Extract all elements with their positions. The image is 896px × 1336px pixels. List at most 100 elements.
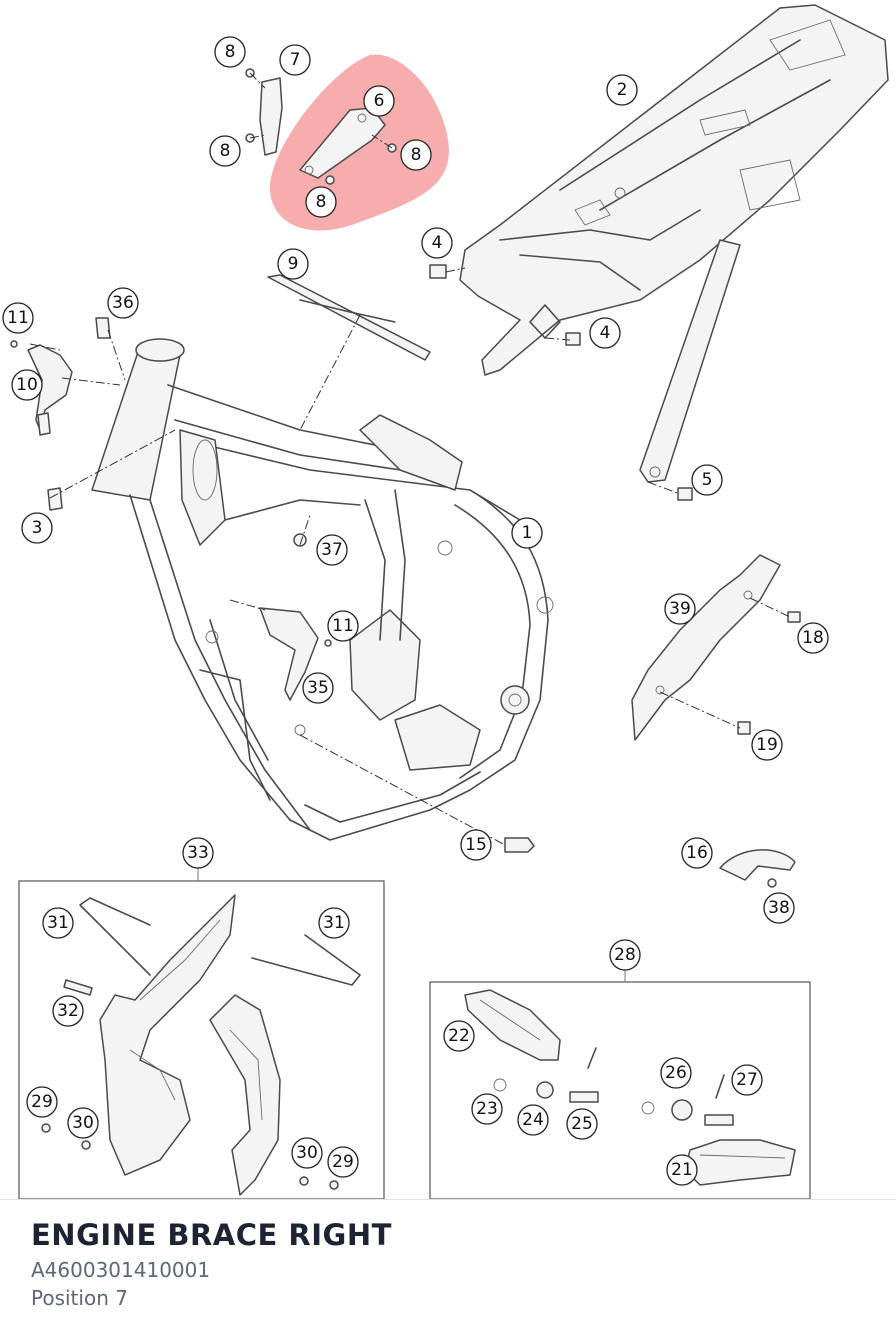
callout-28[interactable]: 28 [609,939,641,971]
wire-31-right[interactable] [251,934,361,986]
rear-subframe[interactable] [459,4,889,483]
svg-text:36: 36 [112,293,134,313]
callout-37[interactable]: 37 [316,534,348,566]
svg-text:30: 30 [296,1143,318,1163]
heat-shield-bracket-9[interactable] [267,274,431,361]
split-pin-27[interactable] [715,1074,725,1099]
callout-4-lower[interactable]: 4 [589,317,621,349]
chain-guide-16[interactable] [719,849,796,881]
screw-29-left[interactable] [41,1123,51,1133]
svg-text:1: 1 [522,523,533,543]
callout-33[interactable]: 33 [182,837,214,869]
frame-protector-left[interactable] [99,894,236,1176]
svg-text:31: 31 [323,913,345,933]
callout-10[interactable]: 10 [11,369,43,401]
svg-text:38: 38 [768,898,790,918]
wire-31-left[interactable] [79,897,151,976]
callout-24[interactable]: 24 [517,1104,549,1136]
callout-27[interactable]: 27 [731,1064,763,1096]
svg-text:16: 16 [686,843,708,863]
callout-30-left[interactable]: 30 [67,1107,99,1139]
svg-text:33: 33 [187,843,209,863]
callout-22[interactable]: 22 [443,1020,475,1052]
callout-26[interactable]: 26 [660,1057,692,1089]
callout-25[interactable]: 25 [566,1108,598,1140]
callout-11-top[interactable]: 11 [2,302,34,334]
svg-text:21: 21 [671,1160,693,1180]
callout-8-right[interactable]: 8 [400,139,432,171]
callout-4-upper[interactable]: 4 [421,227,453,259]
svg-text:8: 8 [225,42,236,62]
svg-text:37: 37 [321,540,343,560]
callout-15[interactable]: 15 [460,829,492,861]
washer-30-left[interactable] [81,1140,91,1150]
callout-6[interactable]: 6 [363,85,395,117]
callout-35[interactable]: 35 [302,672,334,704]
screw-38[interactable] [767,878,777,888]
chain-slider-39[interactable] [631,554,781,741]
main-frame[interactable] [91,338,554,841]
callout-8-bottom[interactable]: 8 [305,186,337,218]
svg-text:6: 6 [374,91,385,111]
split-pin-22[interactable] [587,1047,597,1069]
callout-1[interactable]: 1 [511,517,543,549]
svg-text:3: 3 [32,518,43,538]
pin-25[interactable] [569,1091,599,1103]
svg-text:9: 9 [288,254,299,274]
bracket-35[interactable] [259,607,319,701]
bolt-5[interactable] [677,487,693,501]
callout-2[interactable]: 2 [606,74,638,106]
engine-brace-right[interactable] [299,107,397,185]
callout-8-mid-left[interactable]: 8 [209,135,241,167]
callout-16[interactable]: 16 [681,837,713,869]
leader-lines [29,72,791,846]
washer-30-right[interactable] [299,1176,309,1186]
callout-39[interactable]: 39 [664,593,696,625]
callout-31-left[interactable]: 31 [42,907,74,939]
footrest-right-21[interactable] [684,1139,796,1186]
callout-38[interactable]: 38 [763,892,795,924]
callout-19[interactable]: 19 [751,729,783,761]
callout-3[interactable]: 3 [21,512,53,544]
clip-3[interactable] [47,487,63,511]
callout-7[interactable]: 7 [279,44,311,76]
clip-32[interactable] [63,979,93,996]
engine-brace-left[interactable] [245,68,283,156]
clamp-10[interactable] [27,344,73,436]
frame-protector-right[interactable] [209,994,281,1196]
callout-5[interactable]: 5 [691,464,723,496]
screw-11-mid[interactable] [324,639,332,647]
svg-text:25: 25 [571,1114,593,1134]
callout-18[interactable]: 18 [797,622,829,654]
svg-text:2: 2 [617,80,628,100]
callout-21[interactable]: 21 [666,1154,698,1186]
callout-8-top-left[interactable]: 8 [214,36,246,68]
washer-23[interactable] [493,1078,507,1092]
callout-31-right[interactable]: 31 [318,907,350,939]
callout-23[interactable]: 23 [471,1093,503,1125]
callout-32[interactable]: 32 [52,995,84,1027]
callout-29-left[interactable]: 29 [26,1086,58,1118]
callout-11-mid[interactable]: 11 [327,610,359,642]
svg-text:28: 28 [614,945,636,965]
screw-29-right[interactable] [329,1180,339,1190]
footrest-left-22[interactable] [464,989,561,1061]
spring-pin-26[interactable] [641,1099,734,1126]
bolts-4[interactable] [429,264,581,346]
callout-9[interactable]: 9 [277,248,309,280]
svg-text:22: 22 [448,1026,470,1046]
bolt-15[interactable] [504,837,535,853]
spring-24[interactable] [536,1081,554,1099]
clip-36[interactable] [95,317,111,339]
svg-text:10: 10 [16,375,38,395]
svg-text:5: 5 [702,470,713,490]
screw-19[interactable] [737,721,751,735]
screw-11-top[interactable] [10,340,18,348]
callout-36[interactable]: 36 [107,287,139,319]
callout-30-right[interactable]: 30 [291,1137,323,1169]
screw-18[interactable] [787,611,801,623]
callout-29-right[interactable]: 29 [327,1146,359,1178]
svg-text:39: 39 [669,599,691,619]
svg-text:27: 27 [736,1070,758,1090]
svg-text:11: 11 [7,308,29,328]
